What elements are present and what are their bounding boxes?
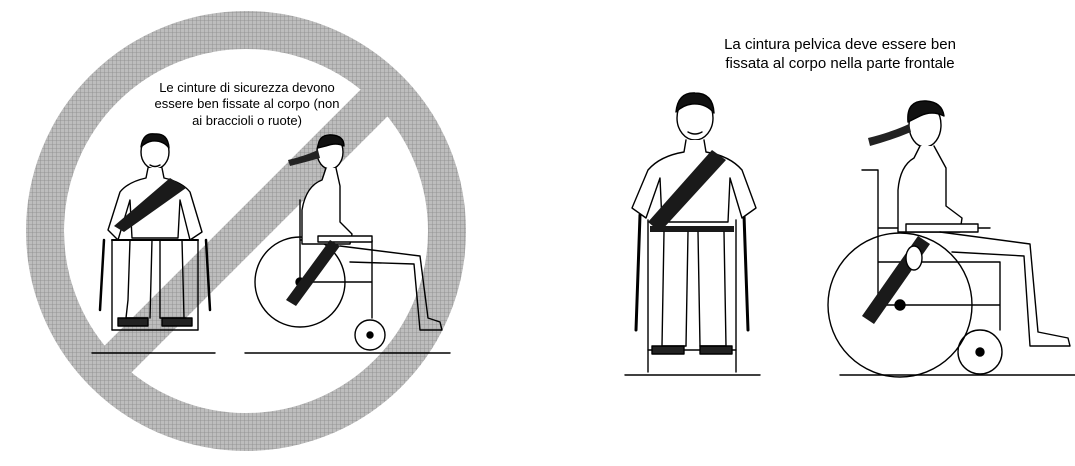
incorrect-caption: Le cinture di sicurezza devono essere be… xyxy=(112,80,382,129)
incorrect-caption-line-2: essere ben fissate al corpo (non xyxy=(112,96,382,112)
correct-front-view-figure xyxy=(625,93,760,375)
correct-caption-line-1: La cintura pelvica deve essere ben xyxy=(660,36,1020,55)
correct-side-view-figure xyxy=(828,101,1075,377)
correct-caption: La cintura pelvica deve essere ben fissa… xyxy=(660,36,1020,74)
incorrect-caption-line-1: Le cinture di sicurezza devono xyxy=(112,80,382,96)
correct-caption-line-2: fissata al corpo nella parte frontale xyxy=(660,55,1020,74)
incorrect-caption-line-3: ai braccioli o ruote) xyxy=(112,113,382,129)
